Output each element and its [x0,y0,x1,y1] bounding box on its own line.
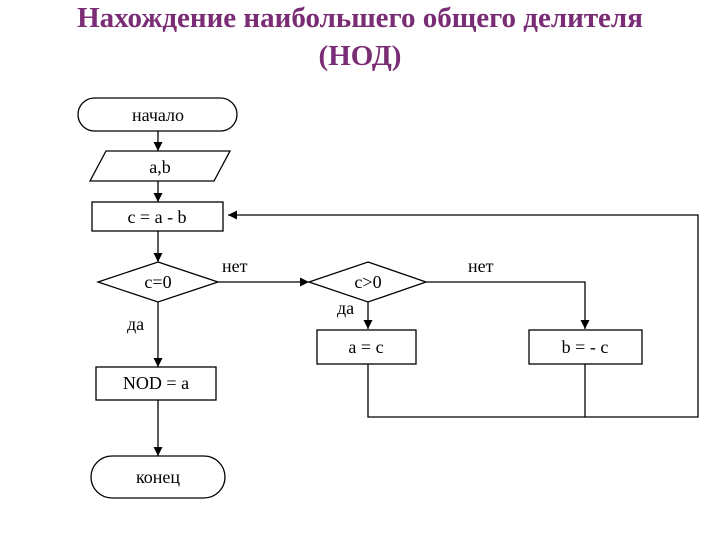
arrow-cond2-no-to-assign-b [426,281,590,329]
output-block [95,366,217,401]
cond-zero-yes-label: да [127,314,144,334]
assign-b-block [528,329,643,365]
cond-positive-decision [306,261,428,303]
end-terminator [90,455,226,499]
loop-back-line [228,210,699,418]
start-terminator [77,97,238,132]
assign-a-label: a = c [348,337,383,357]
cond-positive-yes-label: да [337,298,354,318]
assign-a-block [316,329,417,365]
input-block [88,150,232,182]
input-label: a,b [149,157,171,177]
output-label: NOD = a [123,373,189,393]
assign-c-block [91,201,224,232]
page-title-line1: Нахождение наибольшего общего делителя [77,2,643,34]
cond-positive-label: c>0 [354,272,381,292]
cond-zero-no-label: нет [222,256,248,276]
end-label: конец [136,467,180,487]
page-title-line2: (НОД) [318,40,402,72]
assign-b-label: b = - c [562,337,609,357]
assign-c-label: c = a - b [127,207,186,227]
cond-zero-label: c=0 [144,272,171,292]
start-label: начало [132,105,184,125]
cond-positive-no-label: нет [468,256,494,276]
cond-zero-decision [95,261,221,303]
